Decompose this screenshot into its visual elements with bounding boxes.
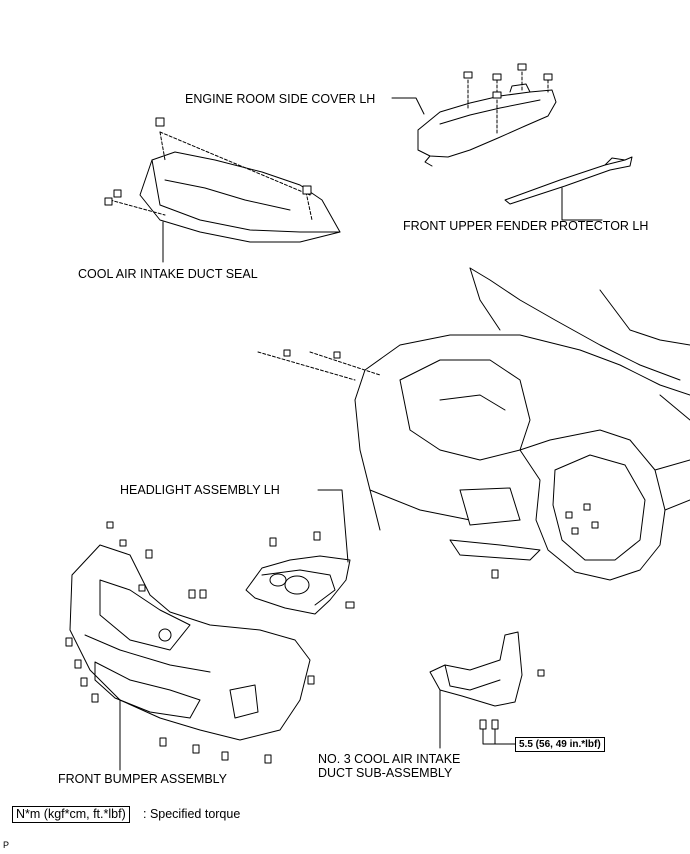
label-cool-air-intake-duct-seal: COOL AIR INTAKE DUCT SEAL [78, 267, 258, 281]
legend-unit-box: N*m (kgf*cm, ft.*lbf) [12, 806, 130, 823]
vehicle-clips [283, 349, 599, 579]
engine-cover-clips [463, 63, 553, 99]
duct-seal-clips [104, 117, 312, 206]
corner-mark: P [3, 840, 10, 850]
fender-protector-leader [561, 187, 603, 221]
torque-spec-box: 5.5 (56, 49 in.*lbf) [515, 737, 605, 752]
label-front-bumper-assembly: FRONT BUMPER ASSEMBLY [58, 772, 228, 786]
torque-leader [482, 728, 516, 745]
bumper-fasteners [65, 521, 315, 764]
label-engine-room-side-cover: ENGINE ROOM SIDE COVER LH [185, 92, 376, 106]
legend-specified-torque: : Specified torque [143, 807, 241, 821]
headlight-bolts [269, 531, 355, 609]
label-no3-duct-line2: DUCT SUB-ASSEMBLY [318, 766, 453, 780]
label-no3-duct-line1: NO. 3 COOL AIR INTAKE [318, 752, 461, 766]
headlight-leader [317, 489, 349, 563]
label-front-upper-fender-protector: FRONT UPPER FENDER PROTECTOR LH [403, 219, 649, 233]
vehicle-front-body [354, 267, 690, 581]
vehicle-dash-2 [309, 351, 381, 376]
label-headlight-assembly: HEADLIGHT ASSEMBLY LH [120, 483, 280, 497]
engine-cover-leader [391, 97, 425, 115]
duct-sub-assembly-part [429, 631, 523, 707]
front-bumper-part [69, 544, 311, 741]
headlight-part [245, 555, 351, 615]
duct-seal-part [109, 131, 341, 243]
engine-room-side-cover-part [417, 71, 557, 167]
fender-protector-part [504, 156, 633, 205]
vehicle-dash-1 [257, 351, 356, 381]
